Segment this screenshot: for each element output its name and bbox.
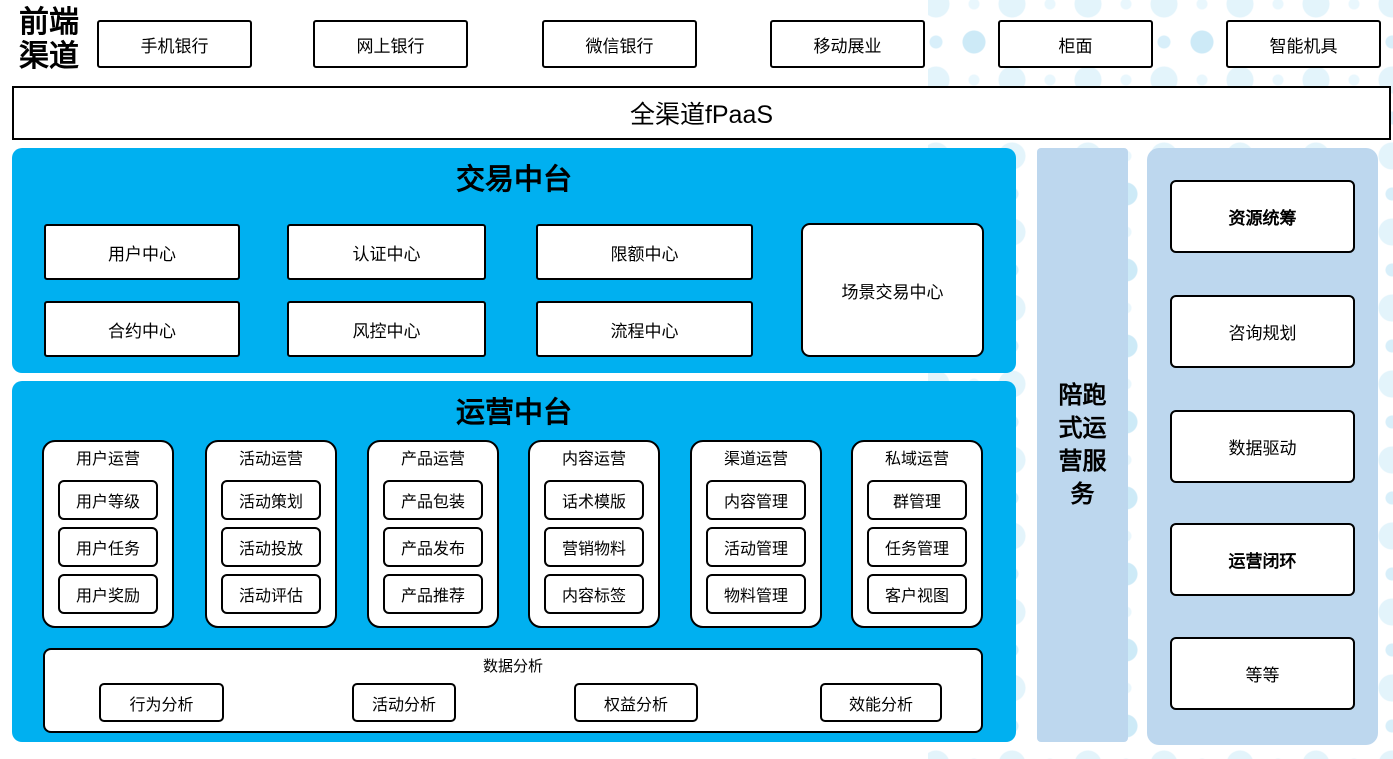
- channel-box-online-banking: 网上银行: [313, 20, 468, 68]
- group-item: 用户等级: [58, 480, 158, 520]
- group-activity-operations: 活动运营 活动策划 活动投放 活动评估: [205, 440, 337, 628]
- accompanying-service-label: 陪跑式运营服务: [1058, 382, 1107, 508]
- group-title: 私域运营: [884, 451, 949, 468]
- group-title: 产品运营: [400, 451, 465, 468]
- data-analysis-title: 数据分析: [482, 658, 543, 675]
- group-title: 内容运营: [561, 451, 626, 468]
- group-item: 活动投放: [221, 527, 321, 567]
- service-box-etc: 等等: [1170, 637, 1355, 710]
- group-item: 话术模版: [544, 480, 644, 520]
- analysis-box-behavior: 行为分析: [99, 683, 224, 722]
- group-product-operations: 产品运营 产品包装 产品发布 产品推荐: [367, 440, 499, 628]
- channel-box-mobile-outreach: 移动展业: [770, 20, 925, 68]
- data-analysis-container: 数据分析 行为分析 活动分析 权益分析 效能分析: [43, 648, 983, 733]
- group-private-domain-operations: 私域运营 群管理 任务管理 客户视图: [851, 440, 983, 628]
- trade-platform-section: 交易中台 用户中心 认证中心 限额中心 合约中心 风控中心 流程中心 场景交易中…: [12, 148, 1016, 373]
- channel-box-counter: 柜面: [998, 20, 1153, 68]
- group-item: 内容标签: [544, 574, 644, 614]
- group-item: 任务管理: [867, 527, 967, 567]
- center-box-contract: 合约中心: [44, 301, 240, 357]
- service-box-consulting-planning: 咨询规划: [1170, 295, 1355, 368]
- trade-platform-title: 交易中台: [455, 164, 572, 196]
- group-item: 群管理: [867, 480, 967, 520]
- group-item: 活动策划: [221, 480, 321, 520]
- operations-platform-title: 运营中台: [455, 397, 572, 429]
- group-item: 用户任务: [58, 527, 158, 567]
- group-item: 活动管理: [706, 527, 806, 567]
- center-box-auth: 认证中心: [287, 224, 486, 280]
- group-item: 活动评估: [221, 574, 321, 614]
- channel-box-smart-devices: 智能机具: [1226, 20, 1381, 68]
- service-box-resource-coordination: 资源统筹: [1170, 180, 1355, 253]
- service-box-operations-loop: 运营闭环: [1170, 523, 1355, 596]
- channel-box-wechat-banking: 微信银行: [542, 20, 697, 68]
- group-item: 用户奖励: [58, 574, 158, 614]
- group-item: 营销物料: [544, 527, 644, 567]
- operations-platform-section: 运营中台 用户运营 用户等级 用户任务 用户奖励 活动运营 活动策划 活动投放 …: [12, 381, 1016, 742]
- accompanying-service-bar: 陪跑式运营服务: [1037, 148, 1128, 742]
- group-item: 产品发布: [383, 527, 483, 567]
- service-box-data-driven: 数据驱动: [1170, 410, 1355, 483]
- center-box-user: 用户中心: [44, 224, 240, 280]
- group-item: 产品推荐: [383, 574, 483, 614]
- channel-box-mobile-banking: 手机银行: [97, 20, 252, 68]
- analysis-box-efficiency: 效能分析: [820, 683, 942, 722]
- center-box-limit: 限额中心: [536, 224, 753, 280]
- center-box-process: 流程中心: [536, 301, 753, 357]
- service-items-panel: 资源统筹 咨询规划 数据驱动 运营闭环 等等: [1147, 148, 1378, 745]
- analysis-box-activity: 活动分析: [352, 683, 456, 722]
- group-item: 客户视图: [867, 574, 967, 614]
- group-title: 活动运营: [238, 451, 303, 468]
- group-item: 产品包装: [383, 480, 483, 520]
- fpaas-bar: 全渠道fPaaS: [12, 86, 1391, 140]
- group-item: 物料管理: [706, 574, 806, 614]
- group-title: 渠道运营: [723, 451, 788, 468]
- center-box-risk: 风控中心: [287, 301, 486, 357]
- group-channel-operations: 渠道运营 内容管理 活动管理 物料管理: [690, 440, 822, 628]
- group-content-operations: 内容运营 话术模版 营销物料 内容标签: [528, 440, 660, 628]
- group-item: 内容管理: [706, 480, 806, 520]
- group-user-operations: 用户运营 用户等级 用户任务 用户奖励: [42, 440, 174, 628]
- center-box-scene-transaction: 场景交易中心: [801, 223, 984, 357]
- group-title: 用户运营: [75, 451, 140, 468]
- analysis-box-rights: 权益分析: [574, 683, 698, 722]
- front-channels-label: 前端渠道: [19, 6, 79, 73]
